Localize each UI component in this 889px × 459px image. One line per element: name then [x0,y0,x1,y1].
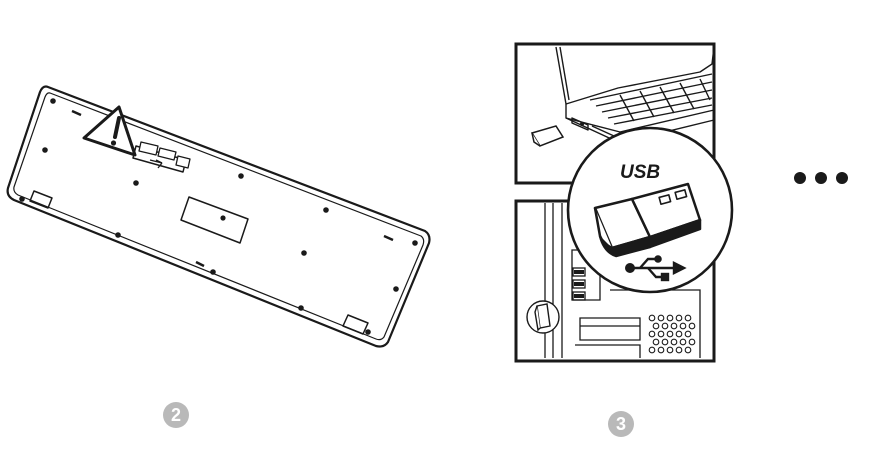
usb-receiver-callout: USB [566,126,734,294]
ellipsis-dot [794,172,806,184]
step-3-badge: 3 [608,411,634,437]
usb-label: USB [620,162,660,183]
ellipsis-icon [794,172,848,184]
step-2-badge: 2 [163,402,189,428]
ellipsis-dot [815,172,827,184]
usb-trident-icon [625,255,687,282]
warning-icon [82,105,137,157]
ellipsis-dot [836,172,848,184]
